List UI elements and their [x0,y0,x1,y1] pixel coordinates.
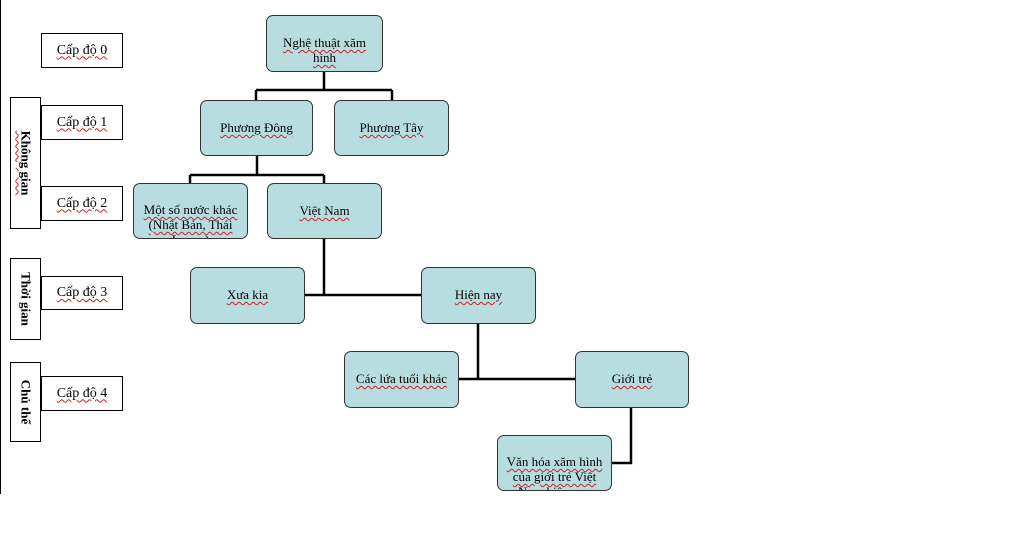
node-root: Nghệ thuật xăm hình [266,15,383,72]
node-past: Xưa kia [190,267,305,324]
level-2-text: Cấp độ 2 [56,195,108,211]
left-margin-rule [0,0,1,494]
node-present-text: Hiện nay [454,287,503,302]
node-other-ages-text: Các lứa tuổi khác [355,371,448,386]
level-3-text: Cấp độ 3 [56,285,108,300]
node-east-text: Phương Đông [220,120,293,135]
node-vietnam-text: Việt Nam [299,203,350,218]
node-other-ages: Các lứa tuổi khác [344,351,459,408]
node-youth-text: Giới trẻ [611,371,653,386]
node-result-text: Văn hóa xăm hình của giới trẻ Việt Nam h… [506,454,603,490]
node-vietnam: Việt Nam [267,183,382,239]
node-west-text: Phương Tây [359,120,424,135]
level-0-label: Cấp độ 0 [41,33,123,68]
level-4-label: Cấp độ 4 [41,376,123,411]
dimension-subject-box: Chủ thể [10,362,41,442]
node-result: Văn hóa xăm hình của giới trẻ Việt Nam h… [497,435,612,491]
connector-root-children [254,72,394,100]
node-past-text: Xưa kia [226,287,269,302]
level-2-label: Cấp độ 2 [41,186,123,221]
level-0-text: Cấp độ 0 [56,42,108,58]
node-present: Hiện nay [421,267,536,324]
node-root-text: Nghệ thuật xăm hình [282,35,367,65]
node-other-countries-text: Một số nước khác (Nhật Bản, Thái Lan…) [143,202,238,238]
dimension-space-box: Không gian [10,97,41,229]
level-3-label: Cấp độ 3 [41,276,123,310]
connector-east-children [188,156,326,183]
connector-vietnam-children [305,239,421,297]
node-east: Phương Đông [200,100,313,156]
connector-youth-result [612,408,633,465]
level-4-text: Cấp độ 4 [56,385,108,401]
node-other-countries: Một số nước khác (Nhật Bản, Thái Lan…) [133,183,248,239]
dimension-time-box: Thời gian [10,258,41,340]
level-1-label: Cấp độ 1 [41,105,123,140]
node-west: Phương Tây [334,100,449,156]
connector-present-children [459,324,575,381]
node-youth: Giới trẻ [575,351,689,408]
level-1-text: Cấp độ 1 [56,114,108,130]
